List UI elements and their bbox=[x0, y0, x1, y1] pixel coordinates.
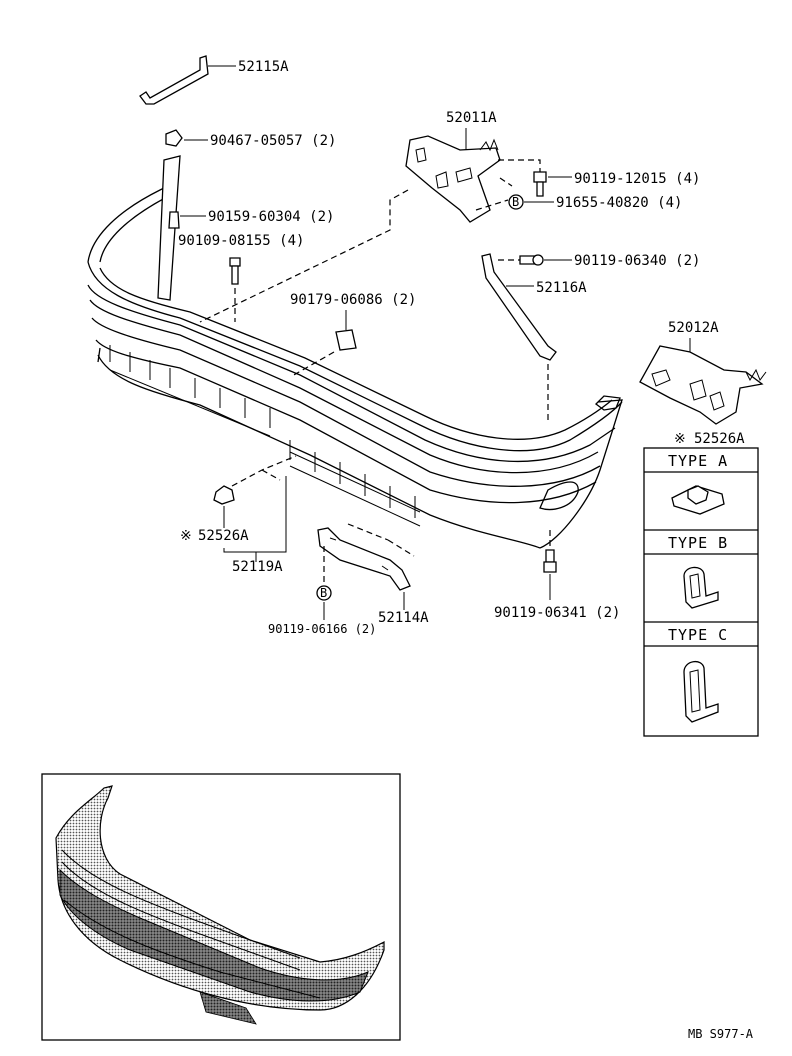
asterisk-right: ※ bbox=[674, 431, 686, 447]
label-52114A: 52114A bbox=[378, 610, 429, 626]
part-90159: 90159-60304 (2) bbox=[168, 209, 334, 229]
part-52012A: 52012A bbox=[639, 320, 767, 425]
bumper-cover bbox=[87, 184, 623, 549]
part-91655: B 91655-40820 (4) bbox=[508, 194, 682, 211]
type-b-clip-illustration bbox=[683, 566, 719, 609]
type-table-frame bbox=[643, 447, 759, 737]
label-52116A: 52116A bbox=[536, 280, 587, 296]
part-52114A: 52114A bbox=[317, 523, 429, 626]
overview-bumper-shaded bbox=[55, 785, 385, 1025]
overview-inset bbox=[41, 773, 401, 1041]
part-90119-06340: 90119-06340 (2) bbox=[498, 253, 700, 269]
type-c-clip-illustration bbox=[683, 661, 719, 723]
label-90109: 90109-08155 (4) bbox=[178, 233, 304, 249]
part-52526A-right: ※ 52526A bbox=[674, 431, 745, 447]
part-52116A: 52116A bbox=[481, 253, 587, 420]
label-90119-12015: 90119-12015 (4) bbox=[574, 171, 700, 187]
part-90179: 90179-06086 (2) bbox=[290, 292, 416, 377]
b-marker-90119-06166: B bbox=[320, 586, 327, 600]
type-b-label: TYPE B bbox=[668, 534, 728, 552]
part-90119-06166: B 90119-06166 (2) bbox=[268, 546, 376, 636]
b-marker-91655: B bbox=[512, 195, 519, 209]
drawing-code: MB S977-A bbox=[688, 1027, 754, 1041]
label-52011A: 52011A bbox=[446, 110, 497, 126]
label-52115A: 52115A bbox=[238, 59, 289, 75]
type-a-clip-illustration bbox=[671, 485, 725, 515]
label-90119-06166: 90119-06166 (2) bbox=[268, 622, 376, 636]
label-90159: 90159-60304 (2) bbox=[208, 209, 334, 225]
label-90467: 90467-05057 (2) bbox=[210, 133, 336, 149]
part-52526A-left: ※ 52526A bbox=[180, 485, 249, 544]
type-a-label: TYPE A bbox=[668, 452, 728, 470]
overview-frame bbox=[41, 773, 401, 1041]
part-90109: 90109-08155 (4) bbox=[178, 233, 304, 322]
part-52115A: 52115A bbox=[139, 55, 289, 105]
part-52119A: 52119A bbox=[223, 455, 297, 575]
part-90119-06341: 90119-06341 (2) bbox=[494, 530, 620, 621]
part-90467: 90467-05057 (2) bbox=[165, 129, 336, 149]
label-52119A: 52119A bbox=[232, 559, 283, 575]
asterisk-left: ※ bbox=[180, 528, 192, 544]
label-90119-06340: 90119-06340 (2) bbox=[574, 253, 700, 269]
label-90119-06341: 90119-06341 (2) bbox=[494, 605, 620, 621]
type-table: TYPE A TYPE B TYPE C bbox=[643, 447, 759, 737]
label-52012A: 52012A bbox=[668, 320, 719, 336]
part-52011A: 52011A bbox=[405, 110, 501, 223]
grille-openings bbox=[109, 345, 421, 527]
label-52526A-right: 52526A bbox=[694, 431, 745, 447]
label-90179: 90179-06086 (2) bbox=[290, 292, 416, 308]
type-c-label: TYPE C bbox=[668, 626, 728, 644]
part-90119-12015: 90119-12015 (4) bbox=[533, 171, 700, 197]
label-91655: 91655-40820 (4) bbox=[556, 195, 682, 211]
label-52526A-left: 52526A bbox=[198, 528, 249, 544]
